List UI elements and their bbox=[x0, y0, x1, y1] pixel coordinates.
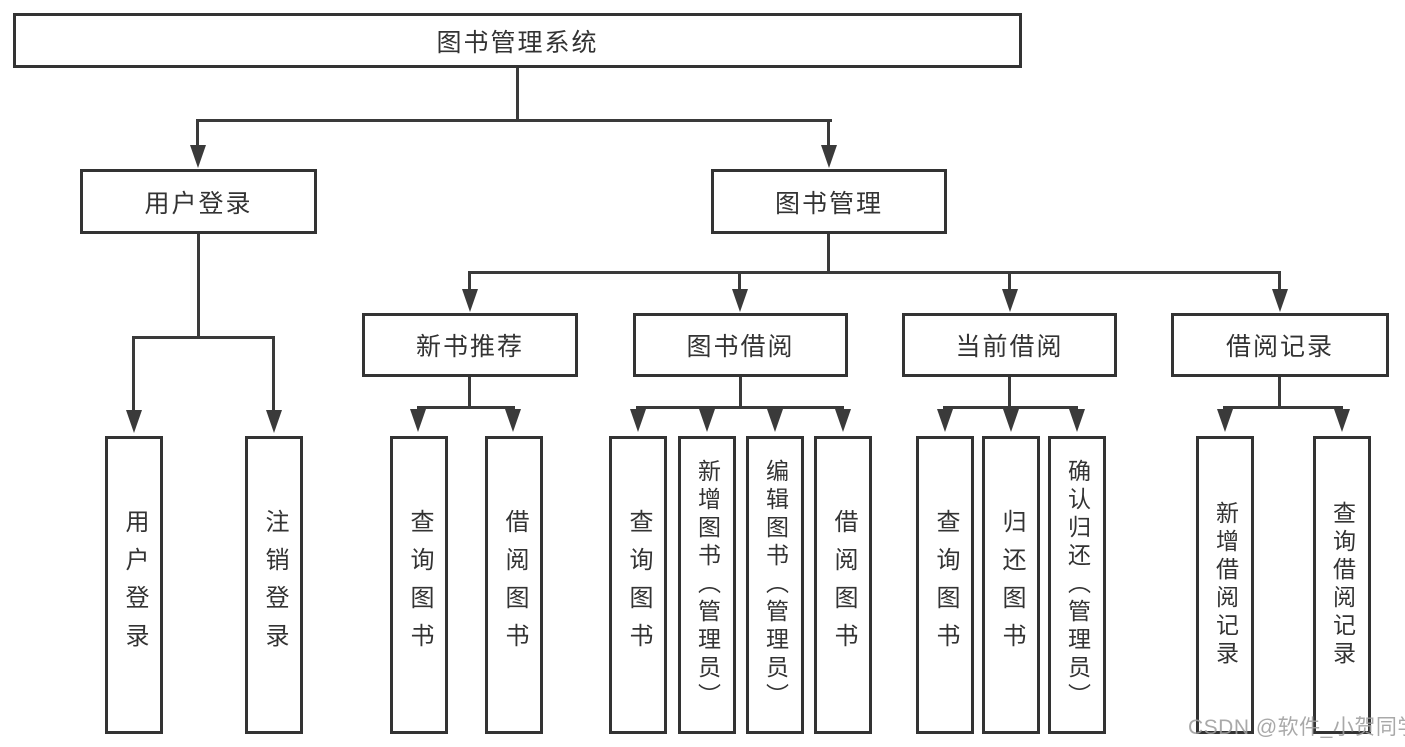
leaf-add-borrow-record-label: 新增借阅记录 bbox=[1212, 501, 1239, 669]
arrow-down-icon bbox=[699, 409, 715, 432]
leaf-edit-book-admin-label: 编辑图书（管理员） bbox=[762, 459, 789, 711]
leaf-edit-book-admin: 编辑图书（管理员） bbox=[746, 436, 804, 734]
arrow-down-icon bbox=[821, 145, 837, 168]
leaf-query-books-borrow-label: 查询图书 bbox=[625, 509, 652, 661]
arrow-down-icon bbox=[1272, 289, 1288, 312]
leaf-borrow-books: 借阅图书 bbox=[814, 436, 872, 734]
arrow-down-icon bbox=[1069, 409, 1085, 432]
connector-line-vertical bbox=[827, 119, 830, 146]
leaf-add-book-admin-label: 新增图书（管理员） bbox=[694, 459, 721, 711]
leaf-query-books-current: 查询图书 bbox=[916, 436, 974, 734]
node-new-book-recommend: 新书推荐 bbox=[362, 313, 578, 377]
connector-line-vertical bbox=[1008, 271, 1011, 291]
leaf-return-books-label: 归还图书 bbox=[998, 509, 1025, 661]
leaf-return-books: 归还图书 bbox=[982, 436, 1040, 734]
arrow-down-icon bbox=[126, 410, 142, 433]
arrow-down-icon bbox=[767, 409, 783, 432]
node-book-management: 图书管理 bbox=[711, 169, 947, 234]
node-book-borrow: 图书借阅 bbox=[633, 313, 848, 377]
arrow-down-icon bbox=[937, 409, 953, 432]
arrow-down-icon bbox=[190, 145, 206, 168]
connector-line-horizontal bbox=[1223, 406, 1343, 409]
leaf-query-books-current-label: 查询图书 bbox=[932, 509, 959, 661]
node-borrow-records: 借阅记录 bbox=[1171, 313, 1389, 377]
connector-line-vertical bbox=[132, 336, 135, 412]
connector-line-horizontal bbox=[943, 406, 1078, 409]
connector-line-vertical bbox=[739, 377, 742, 409]
leaf-query-books-borrow: 查询图书 bbox=[609, 436, 667, 734]
leaf-user-login: 用户登录 bbox=[105, 436, 163, 734]
leaf-query-borrow-record-label: 查询借阅记录 bbox=[1329, 501, 1356, 669]
connector-line-vertical bbox=[468, 377, 471, 409]
arrow-down-icon bbox=[505, 409, 521, 432]
connector-line-horizontal bbox=[196, 119, 832, 122]
node-library-system-label: 图书管理系统 bbox=[436, 28, 599, 57]
csdn-watermark: CSDN @软件_小贺同学 bbox=[1188, 716, 1405, 739]
node-user-login: 用户登录 bbox=[80, 169, 317, 234]
leaf-logout-label: 注销登录 bbox=[261, 509, 288, 661]
leaf-query-borrow-record: 查询借阅记录 bbox=[1313, 436, 1371, 734]
arrow-down-icon bbox=[1334, 409, 1350, 432]
connector-line-vertical bbox=[197, 234, 200, 339]
connector-line-horizontal bbox=[636, 406, 844, 409]
connector-line-vertical bbox=[1008, 377, 1011, 409]
leaf-user-login-label: 用户登录 bbox=[121, 509, 148, 661]
node-new-book-recommend-label: 新书推荐 bbox=[415, 333, 524, 361]
arrow-down-icon bbox=[1003, 409, 1019, 432]
arrow-down-icon bbox=[266, 410, 282, 433]
arrow-down-icon bbox=[410, 409, 426, 432]
connector-line-vertical bbox=[468, 271, 471, 291]
leaf-confirm-return-admin-label: 确认归还（管理员） bbox=[1064, 459, 1091, 711]
leaf-confirm-return-admin: 确认归还（管理员） bbox=[1048, 436, 1106, 734]
leaf-logout: 注销登录 bbox=[245, 436, 303, 734]
arrow-down-icon bbox=[462, 289, 478, 312]
connector-line-vertical bbox=[1278, 377, 1281, 409]
arrow-down-icon bbox=[732, 289, 748, 312]
connector-line-horizontal bbox=[417, 406, 515, 409]
arrow-down-icon bbox=[1217, 409, 1233, 432]
node-user-login-label: 用户登录 bbox=[144, 189, 253, 218]
leaf-borrow-books-recommend: 借阅图书 bbox=[485, 436, 543, 734]
node-current-borrow-label: 当前借阅 bbox=[955, 333, 1064, 361]
leaf-borrow-books-recommend-label: 借阅图书 bbox=[501, 509, 528, 661]
connector-line-vertical bbox=[516, 68, 519, 121]
leaf-query-books-recommend-label: 查询图书 bbox=[406, 509, 433, 661]
arrow-down-icon bbox=[835, 409, 851, 432]
node-library-system: 图书管理系统 bbox=[13, 13, 1022, 68]
arrow-down-icon bbox=[1002, 289, 1018, 312]
node-book-management-label: 图书管理 bbox=[774, 189, 883, 218]
connector-line-horizontal bbox=[468, 271, 1281, 274]
connector-line-vertical bbox=[738, 271, 741, 291]
leaf-add-book-admin: 新增图书（管理员） bbox=[678, 436, 736, 734]
connector-line-vertical bbox=[827, 234, 830, 274]
node-current-borrow: 当前借阅 bbox=[902, 313, 1117, 377]
leaf-add-borrow-record: 新增借阅记录 bbox=[1196, 436, 1254, 734]
connector-line-horizontal bbox=[132, 336, 275, 339]
connector-line-vertical bbox=[1278, 271, 1281, 291]
node-borrow-records-label: 借阅记录 bbox=[1225, 333, 1334, 361]
connector-line-vertical bbox=[272, 336, 275, 412]
leaf-query-books-recommend: 查询图书 bbox=[390, 436, 448, 734]
arrow-down-icon bbox=[630, 409, 646, 432]
connector-line-vertical bbox=[196, 119, 199, 146]
leaf-borrow-books-label: 借阅图书 bbox=[830, 509, 857, 661]
node-book-borrow-label: 图书借阅 bbox=[686, 333, 795, 361]
